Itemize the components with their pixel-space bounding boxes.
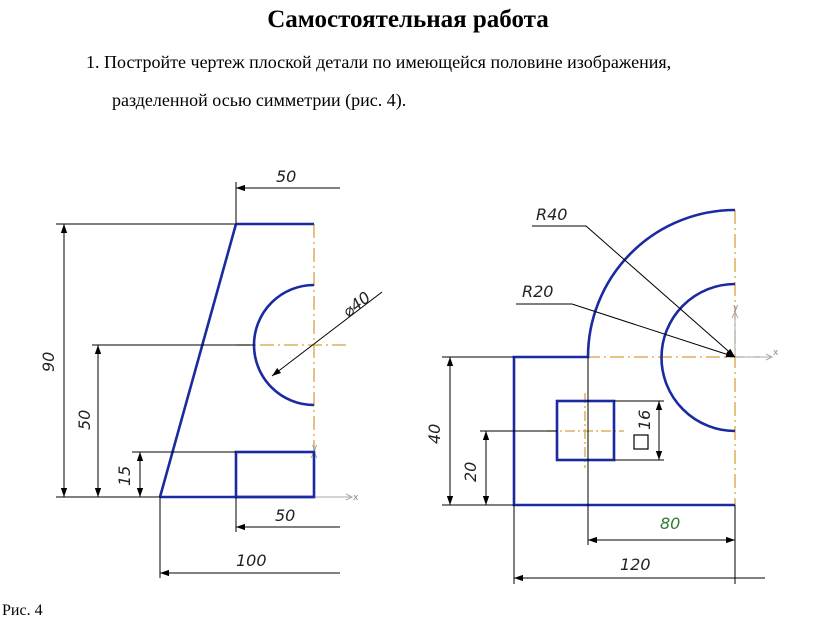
right-axis-y-label: y: [733, 303, 739, 313]
page-title: Самостоятельная работа: [267, 6, 549, 33]
left-dim-top: 50: [276, 167, 296, 186]
right-dim-square-center: 20: [461, 462, 480, 482]
left-dim-slot: 15: [115, 466, 134, 486]
left-dim-bottom-total: 100: [236, 551, 267, 570]
right-dim-total: 120: [620, 555, 651, 574]
right-drawing: x y: [425, 205, 779, 584]
right-dim-step: 80: [660, 514, 680, 533]
task-text-line2: разделенной осью симметрии (рис. 4).: [112, 90, 407, 110]
left-axis-y-label: y: [312, 443, 318, 453]
left-dim-height: 90: [39, 352, 58, 372]
right-dim-height: 40: [425, 424, 444, 444]
right-dim-r-inner: R20: [522, 282, 553, 301]
left-dim-bottom-inner: 50: [275, 506, 295, 525]
figure-caption: Рис. 4: [2, 602, 43, 619]
right-axis-x-label: x: [773, 348, 779, 358]
left-dim-diameter: ⌀40: [339, 288, 374, 321]
task-text-line1: 1. Постройте чертеж плоской детали по им…: [86, 52, 672, 72]
left-dim-center: 50: [75, 410, 94, 430]
left-axis-x-label: x: [353, 493, 359, 503]
right-dim-r-outer: R40: [536, 205, 567, 224]
right-dim-square: 16: [635, 410, 654, 430]
left-drawing: x y: [39, 167, 383, 578]
left-contour: [158, 222, 316, 499]
square-symbol-icon: [633, 434, 649, 450]
